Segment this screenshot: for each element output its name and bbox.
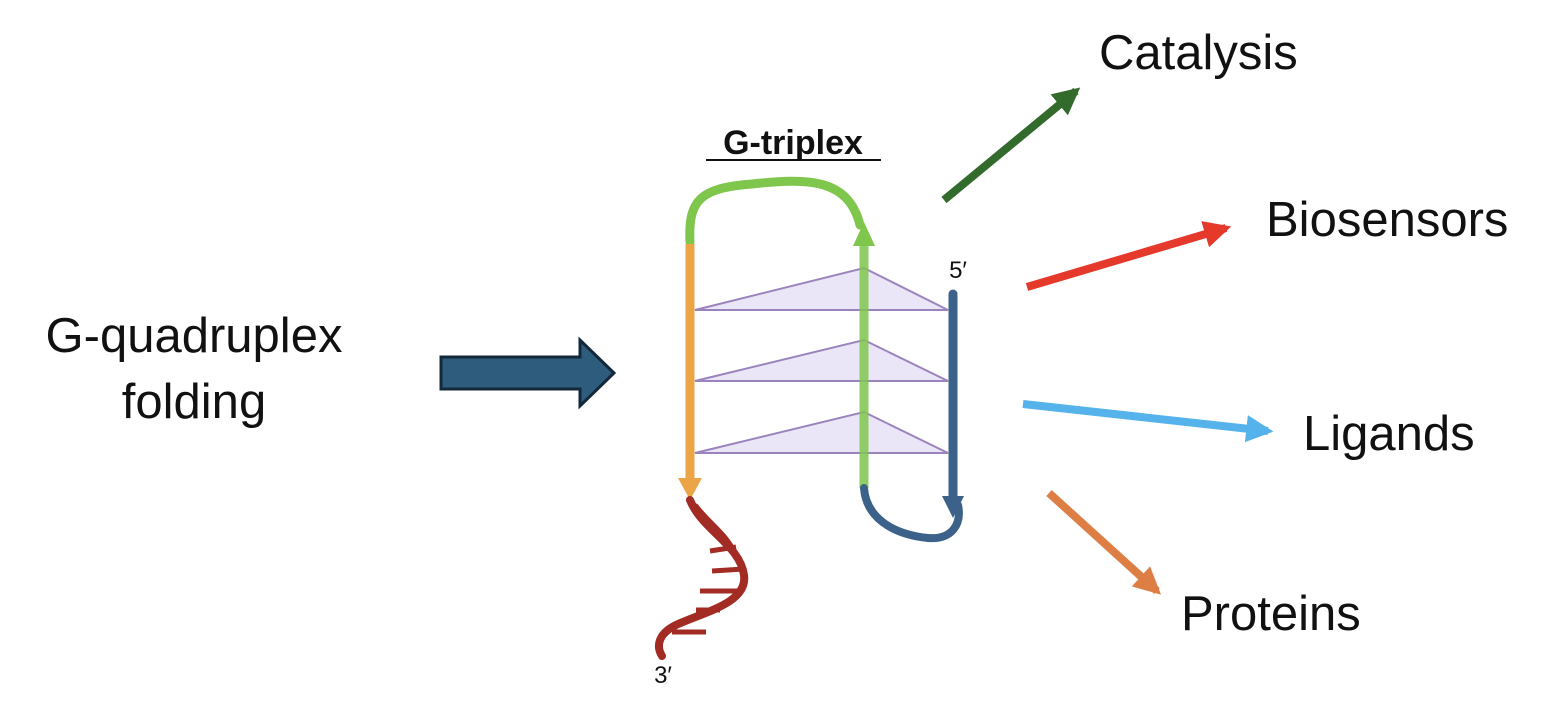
folding-arrow [439,336,617,410]
proteins-label: Proteins [1181,587,1361,641]
input-label: G-quadruplex folding [46,309,343,429]
orange-strand-arrowhead [678,478,702,500]
red-tail [654,496,749,660]
ligands-label: Ligands [1303,407,1475,461]
input-label-line1: G-quadruplex [46,309,343,363]
red-tail-base-1 [709,544,737,554]
input-label-line2: folding [122,375,266,429]
biosensors-label: Biosensors [1266,193,1508,247]
tetrad-tiers [694,266,949,454]
three-prime-label: 3′ [654,662,672,689]
five-prime-label: 5′ [949,257,967,284]
ligands-arrow [1022,400,1274,443]
tetrad-tier-3 [694,410,949,454]
catalysis-arrow [941,87,1081,204]
red-tail-backbone-b [693,503,737,555]
g-triplex-title: G-triplex [723,124,863,162]
application-labels: Catalysis Biosensors Ligands Proteins [1099,26,1508,641]
green-loop [685,176,865,247]
blue-loop [860,484,963,543]
tetrad-tier-1 [694,266,949,311]
catalysis-label: Catalysis [1099,26,1298,80]
green-strand-arrowhead [853,222,875,246]
application-arrows [941,87,1274,595]
biosensors-arrow [1025,221,1232,291]
red-tail-base-2 [711,566,745,574]
proteins-arrow [1046,490,1162,595]
g-triplex-structure: G-triplex 5′ 3′ [654,124,967,689]
tetrad-tier-2 [694,338,949,382]
red-tail-backbone-a [654,496,749,660]
